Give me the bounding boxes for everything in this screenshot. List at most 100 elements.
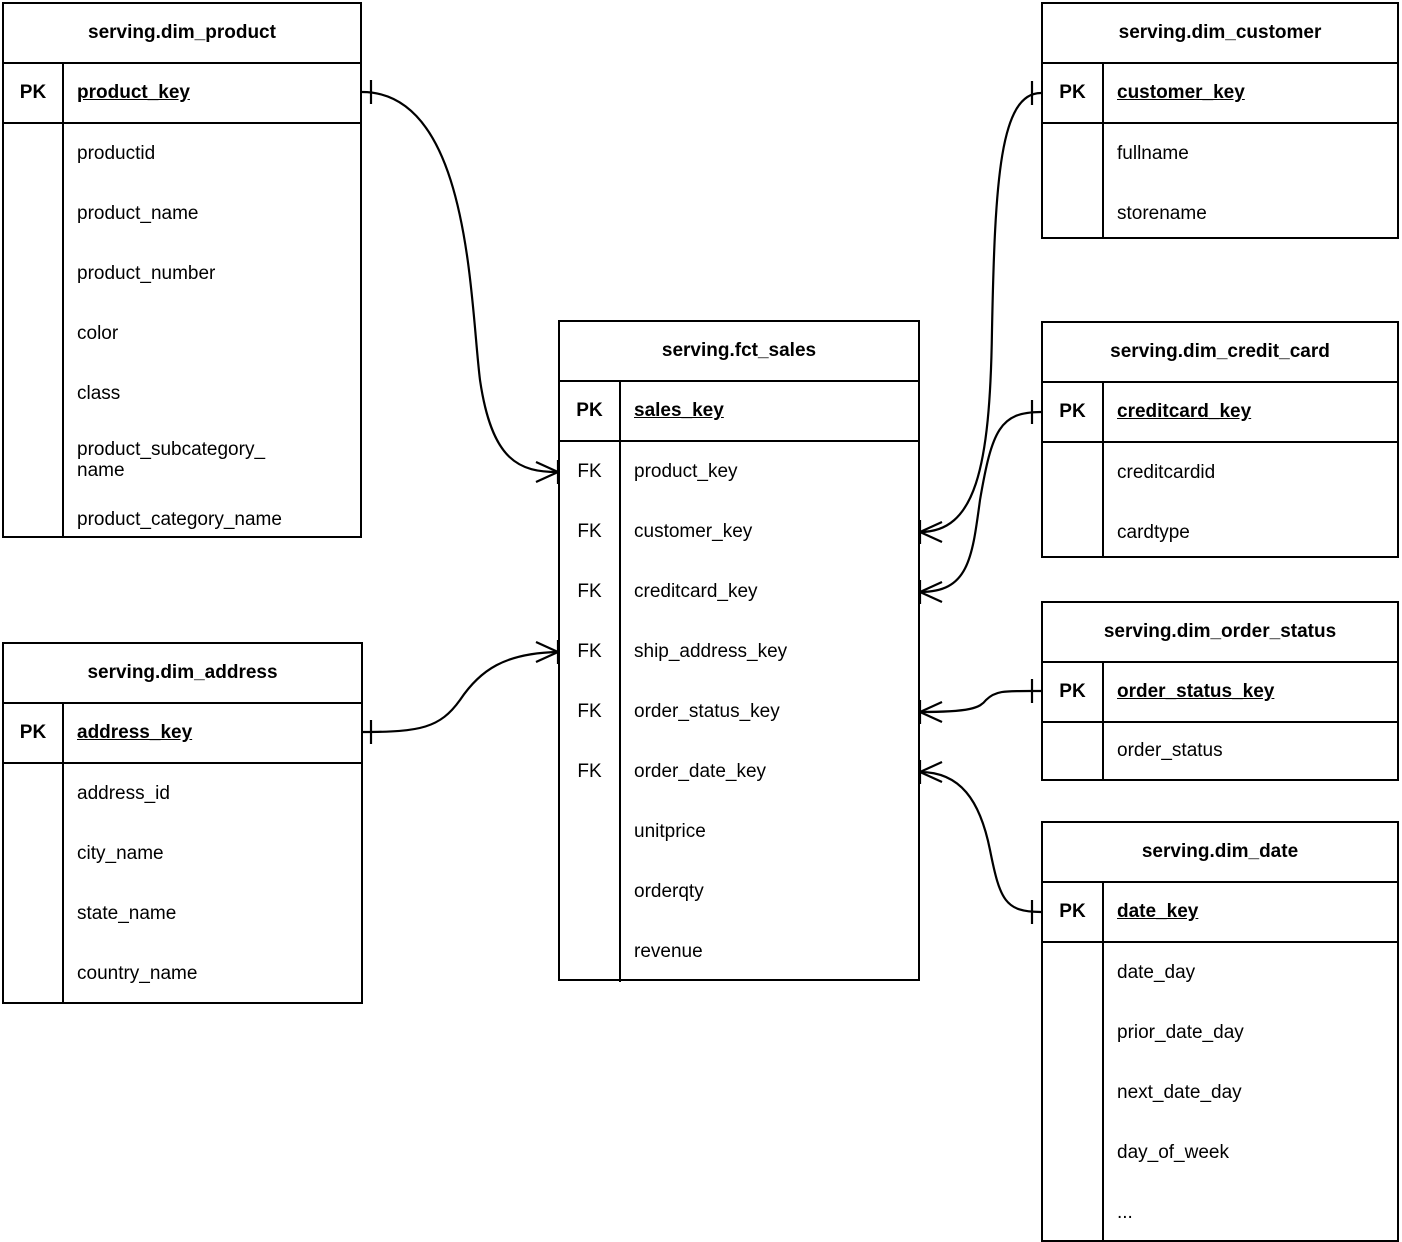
attribute-row: order_status <box>1117 740 1223 762</box>
crowsfoot-address-a <box>535 640 559 654</box>
attribute-row: product_number <box>77 263 216 285</box>
pk-row-dim-date: PK date_key <box>1043 883 1397 943</box>
fk-badge: FK <box>560 562 621 622</box>
pk-badge-dim-address: PK <box>4 704 64 762</box>
attributes-dim-order-status: order_status <box>1043 723 1397 779</box>
fk-badge: FK <box>560 502 621 562</box>
gutter-dim-date <box>1043 943 1104 1240</box>
crowsfoot-address-b <box>535 650 559 664</box>
column-name: customer_key <box>634 521 753 542</box>
pk-row-dim-product: PK product_key <box>4 64 360 124</box>
relationship-orderstatus <box>918 679 1042 724</box>
attribute-row: storename <box>1117 203 1207 225</box>
pk-row-fct-sales: PK sales_key <box>560 382 918 442</box>
column-row-creditcard-key: FK creditcard_key <box>560 562 918 622</box>
gutter-dim-credit-card <box>1043 443 1104 556</box>
fk-badge: FK <box>560 742 621 802</box>
pk-badge-dim-credit-card: PK <box>1043 383 1104 441</box>
pk-badge-dim-product: PK <box>4 64 64 122</box>
pk-badge-fct-sales: PK <box>560 382 621 440</box>
entity-dim-order-status[interactable]: serving.dim_order_status PK order_status… <box>1041 601 1399 781</box>
attribute-row: product_category_name <box>77 509 282 531</box>
attribute-row: product_name <box>77 203 199 225</box>
entity-title-dim-date: serving.dim_date <box>1043 823 1397 883</box>
measure-gutter <box>560 862 621 922</box>
relationship-creditcard <box>918 400 1042 604</box>
crowsfoot-product-a <box>535 460 559 474</box>
attribute-row: class <box>77 383 121 405</box>
attribute-row: state_name <box>77 903 177 925</box>
attribute-row: city_name <box>77 843 164 865</box>
attribute-row: cardtype <box>1117 522 1190 544</box>
pk-name-dim-customer: customer_key <box>1117 82 1245 103</box>
entity-title-dim-address: serving.dim_address <box>4 644 361 704</box>
crowsfoot-customer-a <box>919 520 943 534</box>
column-row-revenue: revenue <box>560 922 918 982</box>
pk-name-fct-sales: sales_key <box>634 400 724 421</box>
attribute-row: fullname <box>1117 143 1189 165</box>
column-name: revenue <box>634 941 703 962</box>
fk-badge: FK <box>560 622 621 682</box>
fk-badge: FK <box>560 442 621 502</box>
relationship-address <box>362 640 560 744</box>
entity-dim-address[interactable]: serving.dim_address PK address_key addre… <box>2 642 363 1004</box>
pk-row-dim-order-status: PK order_status_key <box>1043 663 1397 723</box>
entity-dim-date[interactable]: serving.dim_date PK date_key date_day pr… <box>1041 821 1399 1242</box>
pk-name-dim-order-status: order_status_key <box>1117 681 1275 702</box>
attribute-row: productid <box>77 143 156 165</box>
crowsfoot-creditcard-a <box>919 580 943 594</box>
attributes-dim-customer: fullname storename <box>1043 124 1397 237</box>
column-row-orderqty: orderqty <box>560 862 918 922</box>
entity-dim-customer[interactable]: serving.dim_customer PK customer_key ful… <box>1041 2 1399 239</box>
pk-name-dim-credit-card: creditcard_key <box>1117 401 1252 422</box>
pk-badge-dim-customer: PK <box>1043 64 1104 122</box>
crowsfoot-product-b <box>535 470 559 484</box>
gutter-dim-order-status <box>1043 723 1104 779</box>
relationship-customer <box>918 81 1042 544</box>
column-row-order-date-key: FK order_date_key <box>560 742 918 802</box>
measure-gutter <box>560 802 621 862</box>
entity-title-dim-order-status: serving.dim_order_status <box>1043 603 1397 663</box>
column-name: unitprice <box>634 821 706 842</box>
pk-badge-dim-order-status: PK <box>1043 663 1104 721</box>
column-name: product_key <box>634 461 738 482</box>
pk-row-dim-credit-card: PK creditcard_key <box>1043 383 1397 443</box>
attribute-row: country_name <box>77 963 198 985</box>
attribute-row: day_of_week <box>1117 1142 1229 1164</box>
fk-badge: FK <box>560 682 621 742</box>
column-name: order_status_key <box>634 701 780 722</box>
column-row-ship-address-key: FK ship_address_key <box>560 622 918 682</box>
entity-dim-credit-card[interactable]: serving.dim_credit_card PK creditcard_ke… <box>1041 321 1399 558</box>
attribute-row: date_day <box>1117 962 1196 984</box>
attribute-row: product_subcategory_ name <box>77 438 266 481</box>
attribute-row: prior_date_day <box>1117 1022 1244 1044</box>
column-row-order-status-key: FK order_status_key <box>560 682 918 742</box>
relationship-product <box>361 80 560 484</box>
attributes-dim-date: date_day prior_date_day next_date_day da… <box>1043 943 1397 1240</box>
column-row-customer-key: FK customer_key <box>560 502 918 562</box>
attribute-row: address_id <box>77 783 170 805</box>
relationship-date <box>918 760 1042 924</box>
crowsfoot-creditcard-b <box>919 590 943 604</box>
crowsfoot-date-b <box>919 770 943 784</box>
pk-name-dim-product: product_key <box>77 82 190 103</box>
crowsfoot-orderstatus-b <box>919 710 943 724</box>
gutter-dim-customer <box>1043 124 1104 237</box>
pk-row-dim-customer: PK customer_key <box>1043 64 1397 124</box>
pk-badge-dim-date: PK <box>1043 883 1104 941</box>
attribute-row: next_date_day <box>1117 1082 1242 1104</box>
pk-name-dim-date: date_key <box>1117 901 1199 922</box>
column-row-unitprice: unitprice <box>560 802 918 862</box>
crowsfoot-orderstatus-a <box>919 700 943 714</box>
entity-title-fct-sales: serving.fct_sales <box>560 322 918 382</box>
entity-dim-product[interactable]: serving.dim_product PK product_key produ… <box>2 2 362 538</box>
measure-gutter <box>560 922 621 982</box>
column-name: creditcard_key <box>634 581 758 602</box>
attribute-row: color <box>77 323 119 345</box>
column-name: ship_address_key <box>634 641 788 662</box>
crowsfoot-customer-b <box>919 530 943 544</box>
attributes-dim-credit-card: creditcardid cardtype <box>1043 443 1397 556</box>
entity-fct-sales[interactable]: serving.fct_sales PK sales_key FK produc… <box>558 320 920 982</box>
gutter-dim-product <box>4 124 64 536</box>
